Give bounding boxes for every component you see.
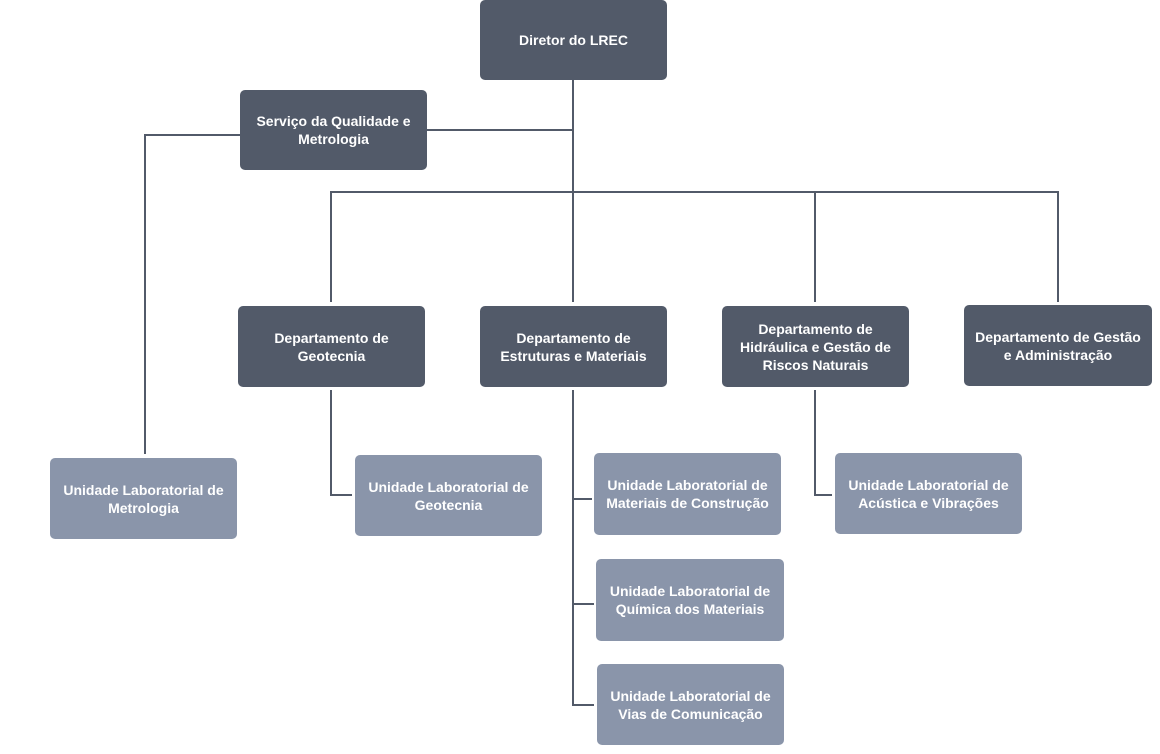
connector-line — [330, 494, 352, 496]
connector-line — [330, 191, 332, 302]
node-dep-gestao: Departamento de Gestão e Administração — [964, 305, 1152, 386]
connector-line — [330, 390, 332, 496]
connector-line — [814, 390, 816, 496]
node-diretor: Diretor do LREC — [480, 0, 667, 80]
connector-line — [1057, 191, 1059, 302]
connector-line — [427, 129, 573, 131]
node-ul-vias: Unidade Laboratorial de Vias de Comunica… — [597, 664, 784, 745]
node-dep-hidraulica: Departamento de Hidráulica e Gestão de R… — [722, 306, 909, 387]
connector-line — [572, 603, 594, 605]
connector-line — [144, 134, 146, 454]
connector-line — [814, 191, 816, 302]
connector-line — [330, 191, 1059, 193]
node-ul-materiais-construcao: Unidade Laboratorial de Materiais de Con… — [594, 453, 781, 535]
connector-line — [572, 704, 594, 706]
node-dep-estruturas: Departamento de Estruturas e Materiais — [480, 306, 667, 387]
node-ul-metrologia: Unidade Laboratorial de Metrologia — [50, 458, 237, 539]
connector-line — [572, 498, 592, 500]
node-servico-qualidade: Serviço da Qualidade e Metrologia — [240, 90, 427, 170]
connector-line — [572, 390, 574, 706]
node-dep-geotecnia: Departamento de Geotecnia — [238, 306, 425, 387]
connector-line — [814, 494, 832, 496]
node-ul-geotecnia: Unidade Laboratorial de Geotecnia — [355, 455, 542, 536]
node-ul-quimica: Unidade Laboratorial de Química dos Mate… — [596, 559, 784, 641]
connector-line — [144, 134, 240, 136]
node-ul-acustica: Unidade Laboratorial de Acústica e Vibra… — [835, 453, 1022, 534]
